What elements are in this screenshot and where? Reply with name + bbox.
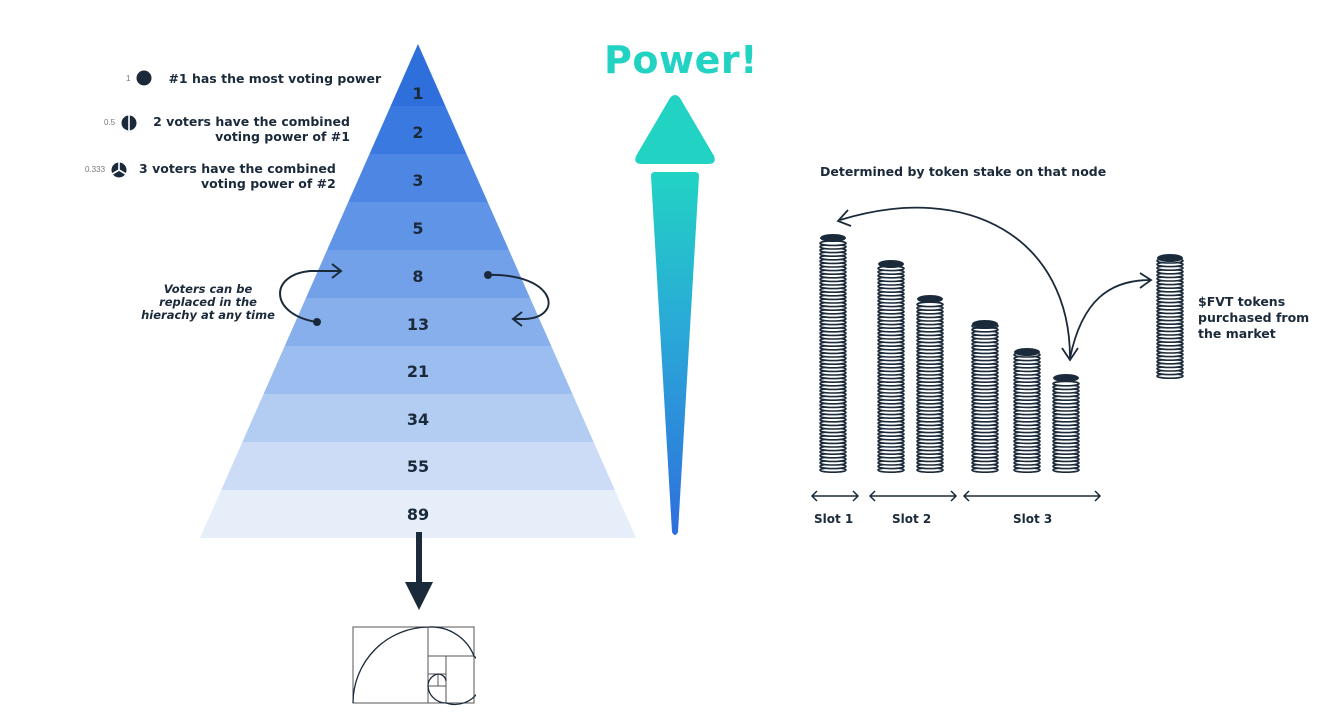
tier-label: 1 — [412, 84, 424, 103]
up-triangle-icon — [635, 95, 715, 164]
curved-arrow-icon — [484, 271, 550, 327]
replace-note-line: Voters can be — [163, 282, 253, 296]
coin-stack-icon — [1013, 348, 1041, 473]
curved-arrow-icon — [279, 263, 343, 326]
tier-label: 8 — [412, 267, 424, 286]
range-arrow-icon — [810, 490, 860, 502]
legend-row-3: 0.333 3 voters have the combined voting … — [85, 161, 336, 191]
coin-stack-icon — [1052, 374, 1080, 473]
curved-arrow-icon — [1069, 272, 1153, 359]
tier-label: 3 — [412, 171, 424, 190]
legend-text-block: 2 voters have the combined voting power … — [153, 114, 350, 144]
slot-label: Slot 2 — [892, 512, 932, 526]
slot-ranges — [810, 490, 1102, 502]
legend-weight: 0.5 — [104, 118, 116, 127]
range-arrow-icon — [962, 490, 1102, 502]
half-circle-icon — [121, 115, 137, 131]
legend-text: 2 voters have the combined — [153, 114, 350, 129]
golden-spiral-icon — [352, 626, 476, 706]
coin-stack-icon — [971, 320, 999, 473]
full-circle-icon — [136, 70, 152, 86]
tier-label: 2 — [412, 123, 424, 142]
pyramid-tier — [200, 394, 636, 442]
coin-stacks — [819, 234, 1184, 473]
legend-text: 3 voters have the combined — [139, 161, 336, 176]
tier-label: 13 — [406, 315, 430, 334]
slot-label: Slot 3 — [1013, 512, 1053, 526]
power-arrow — [635, 95, 715, 535]
pyramid — [200, 44, 636, 538]
legend-text: voting power of #1 — [215, 129, 350, 144]
coin-stack-icon — [916, 295, 944, 473]
down-arrow-icon — [405, 532, 433, 610]
tier-label: 89 — [406, 505, 430, 524]
market-note-line: purchased from — [1198, 310, 1310, 325]
tier-label: 34 — [406, 410, 430, 429]
power-spike — [651, 172, 699, 535]
stake-note: Determined by token stake on that node — [820, 164, 1107, 179]
legend-weight: 1 — [126, 73, 131, 83]
legend-text: voting power of #2 — [201, 176, 336, 191]
legend-text: #1 has the most voting power — [168, 70, 382, 86]
power-title: Power! — [604, 38, 758, 82]
coin-stack-icon — [1156, 254, 1184, 380]
market-note-line: the market — [1198, 326, 1276, 341]
curved-arrow-icon — [836, 206, 1079, 362]
replace-note: Voters can be replaced in the hierachy a… — [138, 283, 278, 322]
legend-weight: 0.333 — [85, 165, 106, 174]
coin-stack-icon — [877, 260, 905, 473]
tier-label: 5 — [412, 219, 424, 238]
market-note-line: $FVT tokens — [1198, 294, 1286, 309]
range-arrow-icon — [868, 490, 958, 502]
slot-label: Slot 1 — [814, 512, 854, 526]
stake-arrows — [836, 206, 1153, 362]
coin-stack-icon — [819, 234, 847, 473]
legend-text-block: 3 voters have the combined voting power … — [139, 161, 336, 191]
replace-note-line: replaced in the — [159, 295, 257, 309]
tier-label: 21 — [406, 362, 430, 381]
legend-row-1: 1 #1 has the most voting power — [126, 70, 381, 86]
tier-label: 55 — [406, 457, 430, 476]
replace-note-line: hierachy at any time — [141, 308, 275, 322]
swap-arrows — [279, 263, 550, 327]
third-circle-icon — [111, 162, 127, 178]
market-note: $FVT tokens purchased from the market — [1198, 294, 1309, 342]
pyramid-tier — [200, 442, 636, 490]
pyramid-tier — [200, 490, 636, 538]
legend-row-2: 0.5 2 voters have the combined voting po… — [104, 114, 350, 144]
